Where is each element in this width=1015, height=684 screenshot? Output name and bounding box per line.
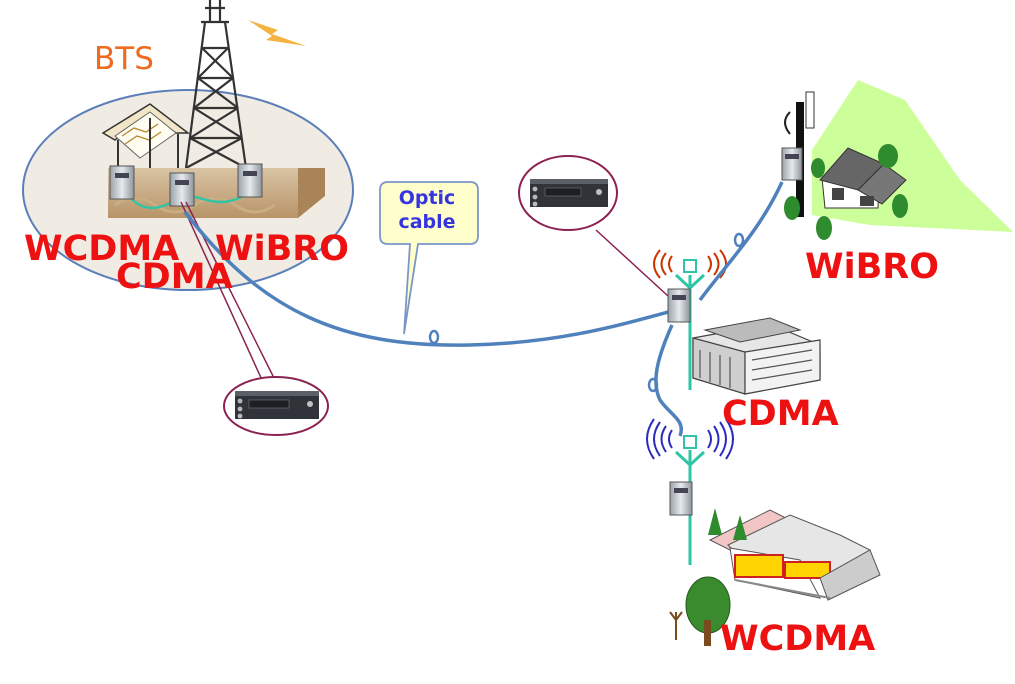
site-label-cdma: CDMA: [722, 394, 839, 434]
bare-tree-icon: [669, 611, 683, 640]
house: [819, 147, 907, 209]
signal-bolt-icon: [248, 20, 306, 46]
optic-cable-wcdma: [654, 324, 684, 437]
antenna-signal-blue-icon: [646, 418, 734, 460]
repeater-pole-wcdma: [669, 435, 706, 565]
bts-unit-cdma: [169, 172, 195, 207]
repeater-unit-wibro: [781, 147, 803, 181]
bts-service-wcdma: WCDMA: [24, 229, 180, 269]
site-label-wibro: WiBRO: [805, 247, 939, 287]
antenna-signal-red-icon: [653, 249, 727, 279]
site-label-wcdma: WCDMA: [720, 619, 876, 659]
optic-cable-callout: Optic cable: [383, 187, 471, 235]
optic-cable-wibro: [698, 181, 784, 302]
lattice-tower: [184, 0, 248, 169]
optic-cable-main: [183, 210, 677, 347]
storefront-building: [708, 509, 881, 601]
bts-label: BTS: [94, 41, 154, 77]
equipment-shelter: [101, 103, 191, 168]
remote-repeater-zoom: [518, 155, 618, 231]
bush-icons: [784, 144, 908, 240]
bts-service-wibro: WiBRO: [215, 229, 349, 269]
bts-unit-wibro: [237, 163, 263, 198]
optic-cable-callout-bubble: [379, 181, 479, 335]
callout-line-1: Optic: [398, 187, 456, 209]
cable-coil-icon: [428, 329, 440, 345]
bts-repeater-zoom: [223, 376, 329, 436]
small-tree-icon: [708, 508, 747, 540]
callout-line-2: cable: [398, 210, 456, 233]
tree-icon: [685, 576, 731, 646]
bts-service-cdma: CDMA: [116, 257, 233, 297]
repeater-pole-cdma: [667, 259, 706, 390]
office-building: [692, 317, 821, 395]
ground-slab: [108, 168, 325, 218]
bts-unit-wcdma: [109, 165, 135, 200]
